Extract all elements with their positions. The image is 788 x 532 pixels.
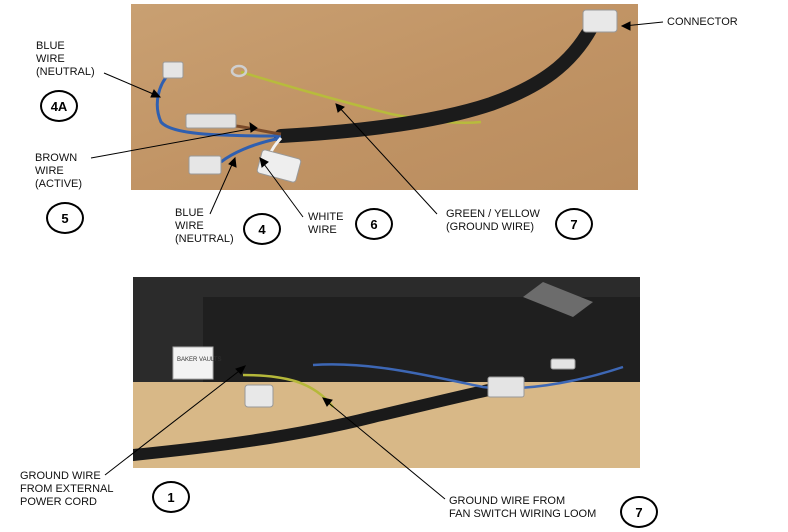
cabinet-bracket (523, 282, 593, 317)
badge-4a: 4A (40, 90, 78, 122)
badge-6: 6 (355, 208, 393, 240)
label-ground-loom: GROUND WIRE FROM FAN SWITCH WIRING LOOM (449, 495, 597, 520)
terminal-right (550, 358, 576, 370)
wood-shelf (133, 382, 640, 468)
label-blue-wire-4: BLUE WIRE (NEUTRAL) (175, 207, 234, 245)
terminal-group (487, 376, 525, 398)
label-green-yellow: GREEN / YELLOW (GROUND WIRE) (446, 208, 540, 233)
blue-wire (312, 363, 624, 390)
badge-5: 5 (46, 202, 84, 234)
label-ground-external: GROUND WIRE FROM EXTERNAL POWER CORD (20, 470, 114, 508)
badge-4: 4 (243, 213, 281, 245)
brown-wire (235, 124, 282, 136)
label-brown-wire: BROWN WIRE (ACTIVE) (35, 152, 83, 190)
badge-7-top: 7 (555, 208, 593, 240)
label-white-wire: WHITE WIRE (308, 211, 344, 236)
terminal-4 (188, 155, 222, 175)
sticker-text: BAKER VAULTS (177, 357, 221, 363)
label-connector: CONNECTOR (667, 16, 738, 28)
terminal-4a (162, 61, 184, 79)
bottom-photo-installed-wiring: BAKER VAULTS (133, 277, 640, 468)
badge-1: 1 (152, 481, 190, 513)
label-blue-wire-4a: BLUE WIRE (NEUTRAL) (36, 40, 95, 78)
ring-terminal (230, 64, 248, 78)
terminal-brown (185, 113, 237, 129)
badge-7-bottom: 7 (620, 496, 658, 528)
sticker (172, 346, 214, 380)
connector-body (582, 9, 618, 33)
top-photo-wiring-harness (131, 4, 638, 190)
connector-block (244, 384, 274, 408)
